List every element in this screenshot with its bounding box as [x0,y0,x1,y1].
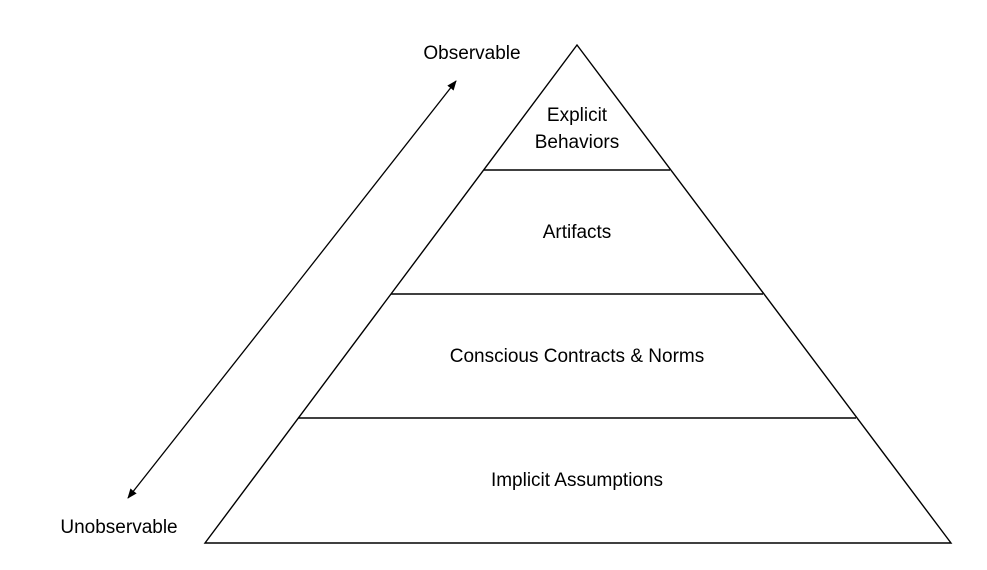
pyramid: Explicit Behaviors Artifacts Conscious C… [203,43,953,544]
unobservable-label: Unobservable [60,517,177,538]
tier-label-line: Behaviors [535,132,620,153]
tier-explicit-behaviors: Explicit Behaviors [535,105,620,153]
tier-label-line: Implicit Assumptions [491,470,663,491]
tier-implicit-assumptions: Implicit Assumptions [491,470,663,491]
observability-arrow [291,80,457,291]
tier-label-line: Artifacts [543,222,612,243]
tier-artifacts: Artifacts [543,222,612,243]
observable-label: Observable [423,43,520,64]
observability-axis: Observable Unobservable [60,43,520,538]
observability-arrow-lower [127,289,293,499]
tier-label-line: Conscious Contracts & Norms [450,346,704,367]
tier-label-line: Explicit [547,105,608,126]
tier-conscious-contracts-norms: Conscious Contracts & Norms [450,346,704,367]
